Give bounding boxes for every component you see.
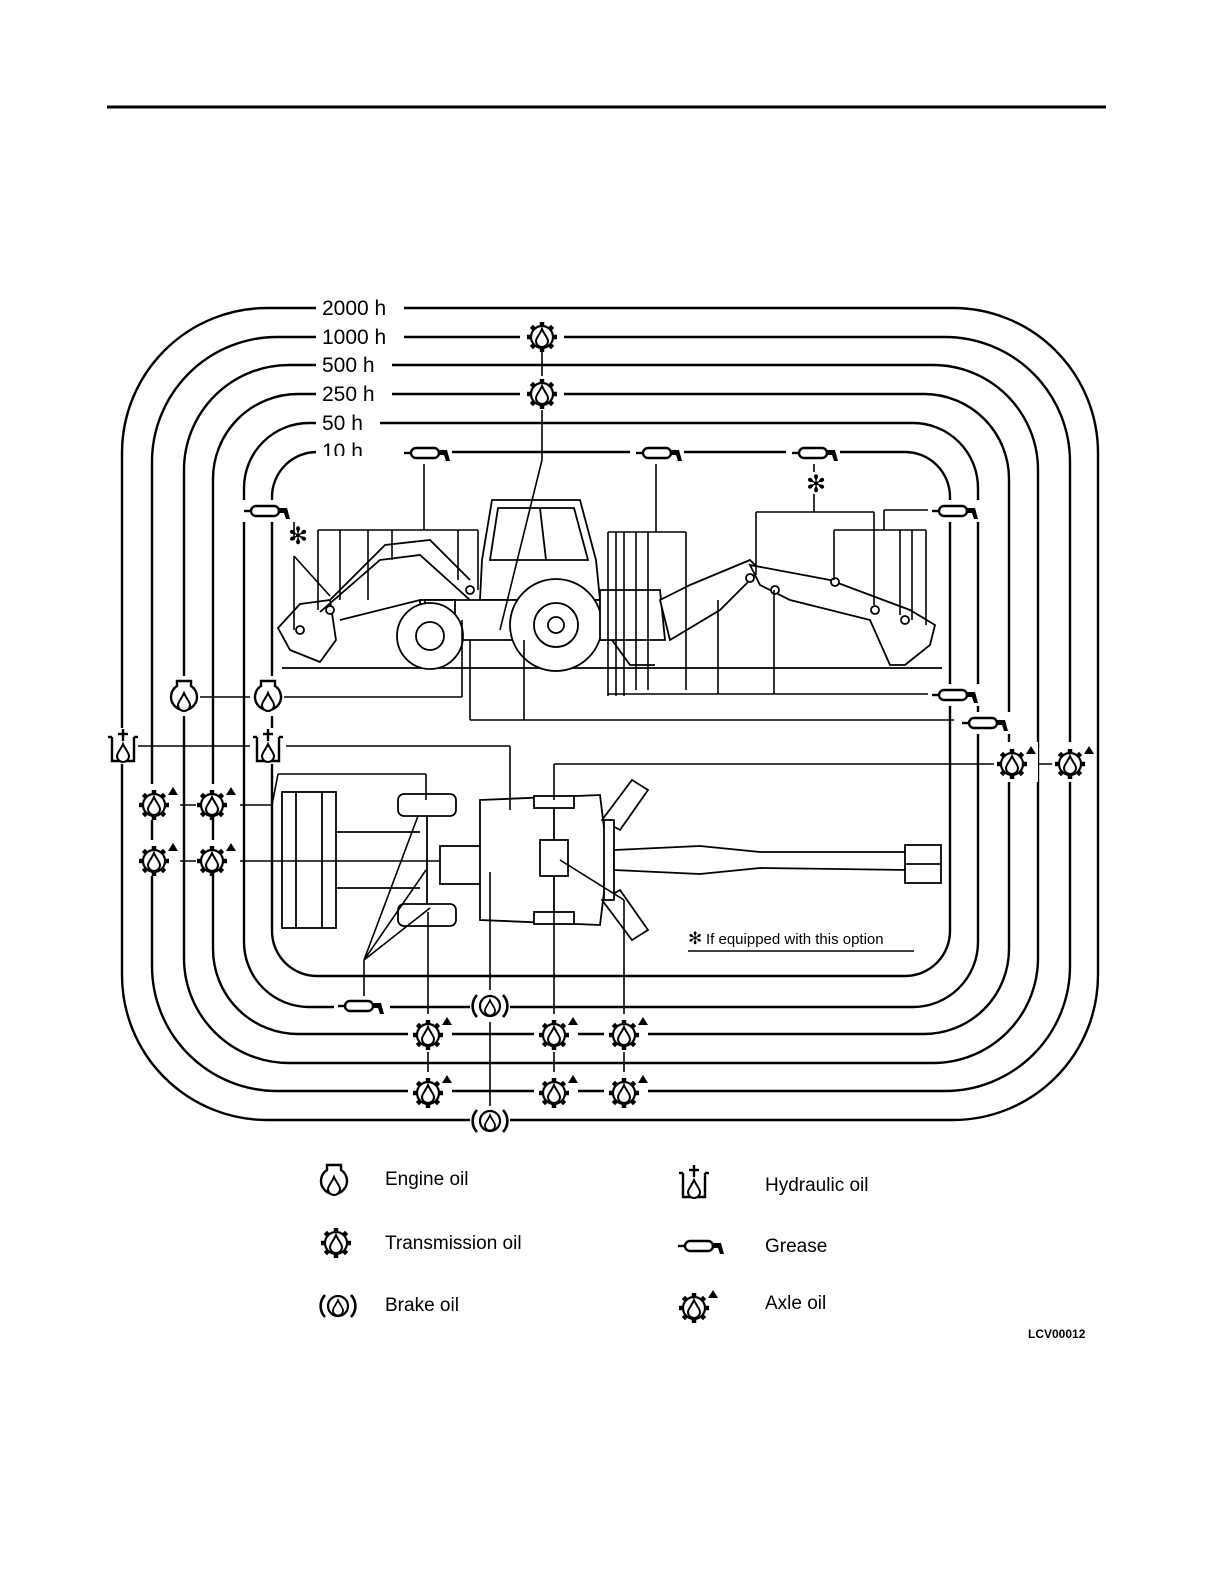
transmission-oil-icon — [527, 322, 557, 352]
axle-oil-icon — [679, 1290, 718, 1323]
legend-label-hydraulic-oil: Hydraulic oil — [765, 1175, 868, 1196]
legend-label-engine-oil: Engine oil — [385, 1169, 468, 1190]
transmission-oil-icon — [527, 379, 557, 409]
interval-labels: 2000 h 1000 h 500 h 250 h 50 h 10 h — [316, 294, 404, 464]
interval-label-500h: 500 h — [322, 354, 375, 377]
grease-icon — [678, 1241, 724, 1254]
option-note-mark: ✻ — [688, 929, 702, 948]
interval-label-250h: 250 h — [322, 383, 375, 406]
legend-label-brake-oil: Brake oil — [385, 1295, 459, 1316]
legend-label-transmission-oil: Transmission oil — [385, 1233, 522, 1254]
option-asterisk: ✻ — [288, 523, 308, 550]
engine-oil-icon — [321, 1165, 347, 1195]
brake-oil-icon — [321, 1295, 356, 1317]
transmission-oil-icon — [321, 1228, 351, 1258]
figure-code: LCV00012 — [1028, 1327, 1086, 1341]
hydraulic-oil-icon — [679, 1165, 709, 1198]
interval-label-50h: 50 h — [322, 412, 363, 435]
interval-label-1000h: 1000 h — [322, 326, 386, 349]
legend-label-axle-oil: Axle oil — [765, 1293, 826, 1314]
option-note: If equipped with this option — [706, 931, 884, 948]
interval-label-2000h: 2000 h — [322, 297, 386, 320]
legend: Engine oil Transmission oil Brake oil Hy… — [321, 1165, 869, 1323]
option-asterisk: ✻ — [806, 471, 826, 498]
legend-label-grease: Grease — [765, 1236, 827, 1257]
